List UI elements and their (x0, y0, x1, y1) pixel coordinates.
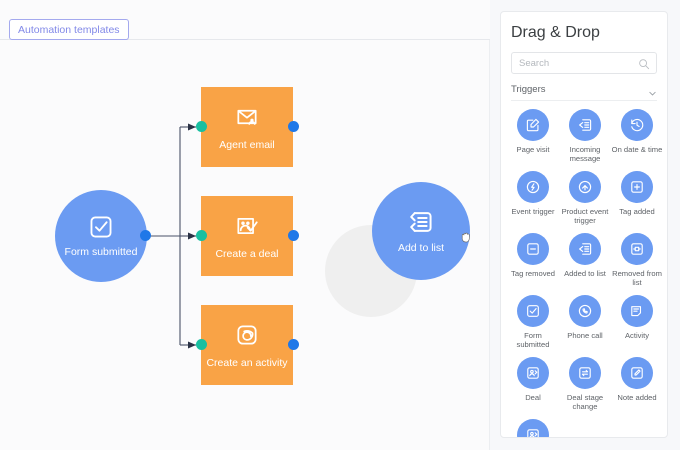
node-label: Agent email (219, 138, 275, 151)
tile-phone-call[interactable]: Phone call (559, 294, 611, 350)
tile-label: On date & time (611, 145, 663, 154)
tile-product-event-trigger[interactable]: Product event trigger (559, 170, 611, 226)
tile-label: Phone call (567, 330, 603, 340)
tile-label: Product event trigger (561, 206, 609, 226)
tile-label: Deal (525, 392, 541, 402)
tile-activity[interactable]: Activity (611, 294, 663, 350)
input-port-create-a-deal[interactable] (196, 230, 207, 241)
product-event-icon (569, 170, 601, 203)
output-port-form-submitted[interactable] (140, 230, 151, 241)
tile-label: Note added (617, 392, 657, 402)
email-user-icon (234, 104, 260, 135)
tile-label: Activity (624, 330, 650, 340)
tag-plus-icon (621, 170, 653, 203)
tile-label: Form submitted (516, 330, 550, 350)
tile-tag-removed[interactable]: Tag removed (507, 232, 559, 288)
event-circle-icon (517, 170, 549, 203)
output-port-create-an-activity[interactable] (288, 339, 299, 350)
input-port-agent-email[interactable] (196, 121, 207, 132)
tile-deal-stage-change[interactable]: Deal stage change (559, 356, 611, 412)
tile-tag-added[interactable]: Tag added (611, 170, 663, 226)
tile-removed-from-list[interactable]: Removed from list (611, 232, 663, 288)
phone-circle-icon (569, 294, 601, 327)
node-create-an-activity[interactable]: Create an activity (201, 305, 293, 385)
clock-history-icon (621, 109, 653, 141)
tile-label: Tag removed (511, 268, 555, 278)
section-label: Triggers (511, 84, 546, 95)
tile-label: Added to list (564, 268, 606, 278)
tile-added-to-list[interactable]: Added to list (559, 232, 611, 288)
node-form-submitted[interactable]: Form submitted (55, 190, 147, 282)
list-document-icon (407, 208, 435, 241)
client-attribute-icon (517, 418, 549, 437)
checkbox-check-icon (88, 214, 114, 245)
tile-label: Deal stage change (566, 392, 604, 412)
search-icon[interactable] (638, 57, 650, 70)
contact-check-icon (234, 213, 260, 244)
automation-templates-button[interactable]: Automation templates (9, 19, 129, 40)
drag-and-drop-panel: Drag & Drop Triggers (500, 11, 668, 438)
node-label: Form submitted (64, 246, 138, 258)
automation-templates-label: Automation templates (18, 23, 120, 36)
node-label: Add to list (397, 242, 445, 254)
deal-stage-change-icon (569, 356, 601, 389)
section-header-triggers[interactable]: Triggers (511, 83, 657, 101)
tile-deal[interactable]: Deal (507, 356, 559, 412)
output-port-agent-email[interactable] (288, 121, 299, 132)
page-edit-icon (517, 109, 549, 141)
tile-label: Tag added (619, 206, 655, 216)
note-edit-icon (621, 356, 653, 389)
node-label: Create an activity (206, 356, 288, 369)
tile-page-visit[interactable]: Page visit (507, 109, 559, 164)
canvas-toolbar: Automation templates (0, 0, 490, 40)
tile-clients-attribute-change[interactable]: Client's attribute change (507, 418, 559, 437)
tile-label: Incoming message (569, 145, 601, 164)
input-port-create-an-activity[interactable] (196, 339, 207, 350)
added-to-list-icon (569, 232, 601, 265)
tile-label: Page visit (516, 145, 550, 154)
tile-event-trigger[interactable]: Event trigger (507, 170, 559, 226)
tile-on-date-and-time[interactable]: On date & time (611, 109, 663, 164)
spiral-target-icon (234, 322, 260, 353)
connector-lines (146, 123, 196, 349)
tile-incoming-message[interactable]: Incoming message (559, 109, 611, 164)
checkbox-check-icon (517, 294, 549, 327)
node-label: Create a deal (215, 247, 279, 260)
tile-note-added[interactable]: Note added (611, 356, 663, 412)
node-agent-email[interactable]: Agent email (201, 87, 293, 167)
tile-label: Removed from list (612, 268, 662, 288)
search-box[interactable] (511, 52, 657, 74)
search-input[interactable] (519, 53, 639, 73)
panel-title: Drag & Drop (511, 24, 600, 41)
activity-note-icon (621, 294, 653, 327)
tag-minus-icon (517, 232, 549, 265)
chevron-down-icon[interactable] (648, 85, 657, 96)
tile-form-submitted[interactable]: Form submitted (507, 294, 559, 350)
output-port-create-a-deal[interactable] (288, 230, 299, 241)
incoming-message-icon (569, 109, 601, 141)
removed-from-list-icon (621, 232, 653, 265)
node-add-to-list-dragging[interactable]: Add to list (372, 182, 470, 280)
deal-icon (517, 356, 549, 389)
trigger-tiles-grid: Page visit Incoming message (507, 109, 663, 437)
node-create-a-deal[interactable]: Create a deal (201, 196, 293, 276)
tile-label: Event trigger (511, 206, 555, 216)
canvas-area: Automation templates (0, 0, 490, 450)
flow-canvas[interactable]: Form submitted Agent email (0, 40, 490, 450)
